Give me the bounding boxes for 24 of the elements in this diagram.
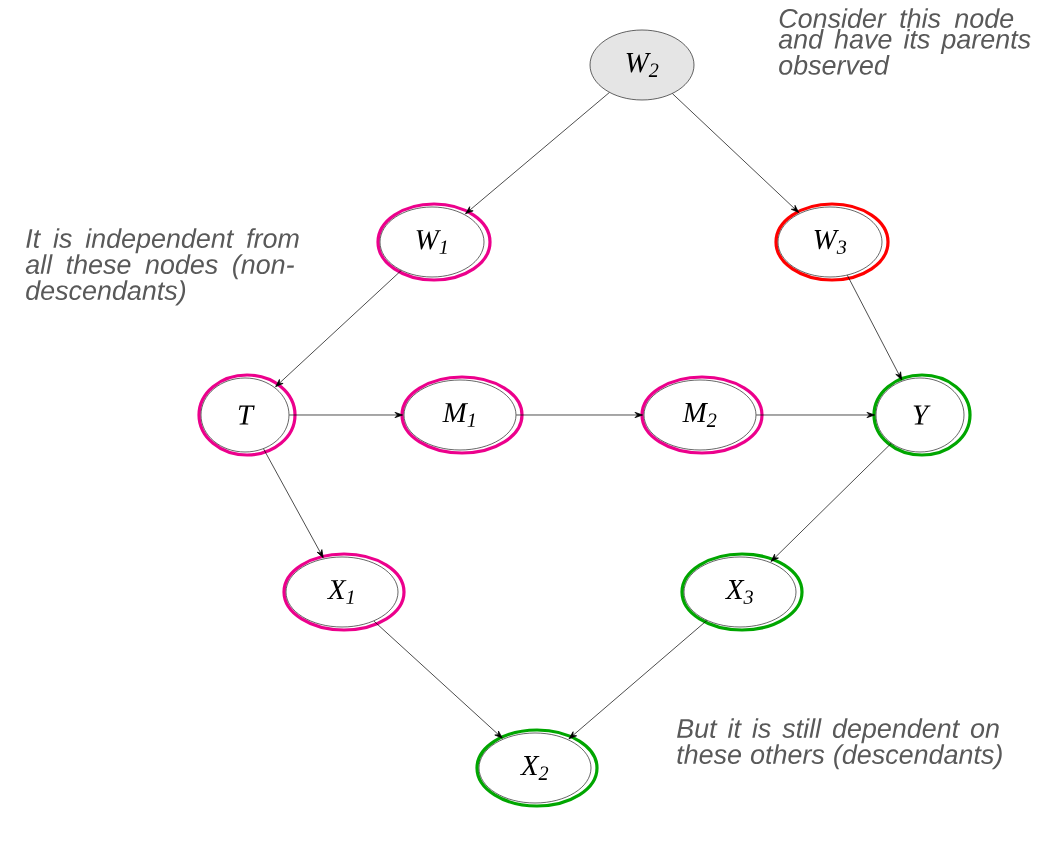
variable-node: X$_{1}$ <box>285 556 399 628</box>
annotation-text: Consider this node and have its parents observed <box>778 8 1031 75</box>
arrow <box>672 93 800 213</box>
variable-node: W$_{2}$ <box>589 29 695 101</box>
arrow <box>288 411 403 419</box>
variable-node: Y <box>875 377 965 453</box>
variable-node: W$_{3}$ <box>777 206 883 278</box>
annotation-text: It is independent from all these nodes (non-descendants) <box>25 228 299 306</box>
variable-node: W$_{1}$ <box>379 206 485 278</box>
arrow <box>263 448 324 559</box>
annotation-text: But it is still dependent on these others (descendants) <box>677 718 1002 770</box>
arrow <box>847 274 903 381</box>
arrow <box>275 270 402 388</box>
arrow <box>465 92 610 215</box>
arrow <box>568 620 708 740</box>
variable-node: M$_{2}$ <box>643 379 757 451</box>
arrow <box>770 442 892 562</box>
arrow <box>373 620 503 739</box>
arrow <box>755 411 875 419</box>
variable-node: M$_{1}$ <box>403 379 517 451</box>
variable-node: T <box>200 377 290 453</box>
variable-node: X$_{2}$ <box>478 732 592 804</box>
arrow <box>515 411 643 419</box>
variable-node: X$_{3}$ <box>683 556 797 628</box>
